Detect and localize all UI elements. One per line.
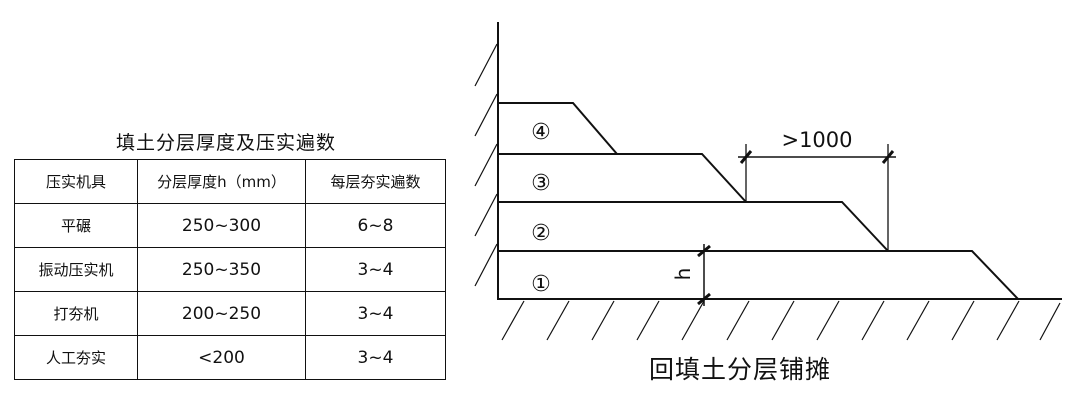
layer-label-2: ②	[531, 221, 551, 246]
cell-machine: 人工夯实	[14, 335, 138, 380]
step-width-label: >1000	[781, 128, 852, 152]
header-thickness: 分层厚度h（mm）	[137, 159, 306, 204]
cell-passes: 3~4	[305, 291, 446, 336]
cell-thickness: 250~350	[137, 247, 306, 292]
diagram-caption: 回填土分层铺摊	[648, 355, 831, 384]
layer-3-outline	[498, 153, 747, 203]
layer-1-outline	[498, 250, 1019, 300]
layer-label-4: ④	[531, 120, 551, 145]
table-row: 人工夯实 <200 3~4	[14, 335, 446, 380]
table-row: 平碾 250~300 6~8	[14, 203, 446, 248]
cell-machine: 平碾	[14, 203, 138, 248]
layer-label-1: ①	[531, 272, 551, 297]
wall-hatching	[474, 43, 498, 287]
table-header-row: 压实机具 分层厚度h（mm） 每层夯实遍数	[14, 159, 446, 204]
table-row: 打夯机 200~250 3~4	[14, 291, 446, 336]
compaction-table: 压实机具 分层厚度h（mm） 每层夯实遍数 平碾 250~300 6~8 振动压…	[14, 159, 446, 380]
cell-passes: 3~4	[305, 335, 446, 380]
step-width-dimension	[738, 144, 896, 251]
ground-hatching	[501, 300, 1061, 341]
cell-thickness: 250~300	[137, 203, 306, 248]
cell-machine: 打夯机	[14, 291, 138, 336]
header-machine: 压实机具	[14, 159, 138, 204]
cell-machine: 振动压实机	[14, 247, 138, 292]
layer-4-outline	[498, 102, 618, 155]
cell-thickness: 200~250	[137, 291, 306, 336]
header-passes: 每层夯实遍数	[305, 159, 446, 204]
table-title: 填土分层厚度及压实遍数	[115, 132, 336, 154]
cell-thickness: <200	[137, 335, 306, 380]
layer-label-3: ③	[531, 171, 551, 196]
layer-2-outline	[498, 201, 889, 252]
layer-height-dimension	[697, 244, 711, 306]
layer-height-label: h	[671, 268, 695, 281]
